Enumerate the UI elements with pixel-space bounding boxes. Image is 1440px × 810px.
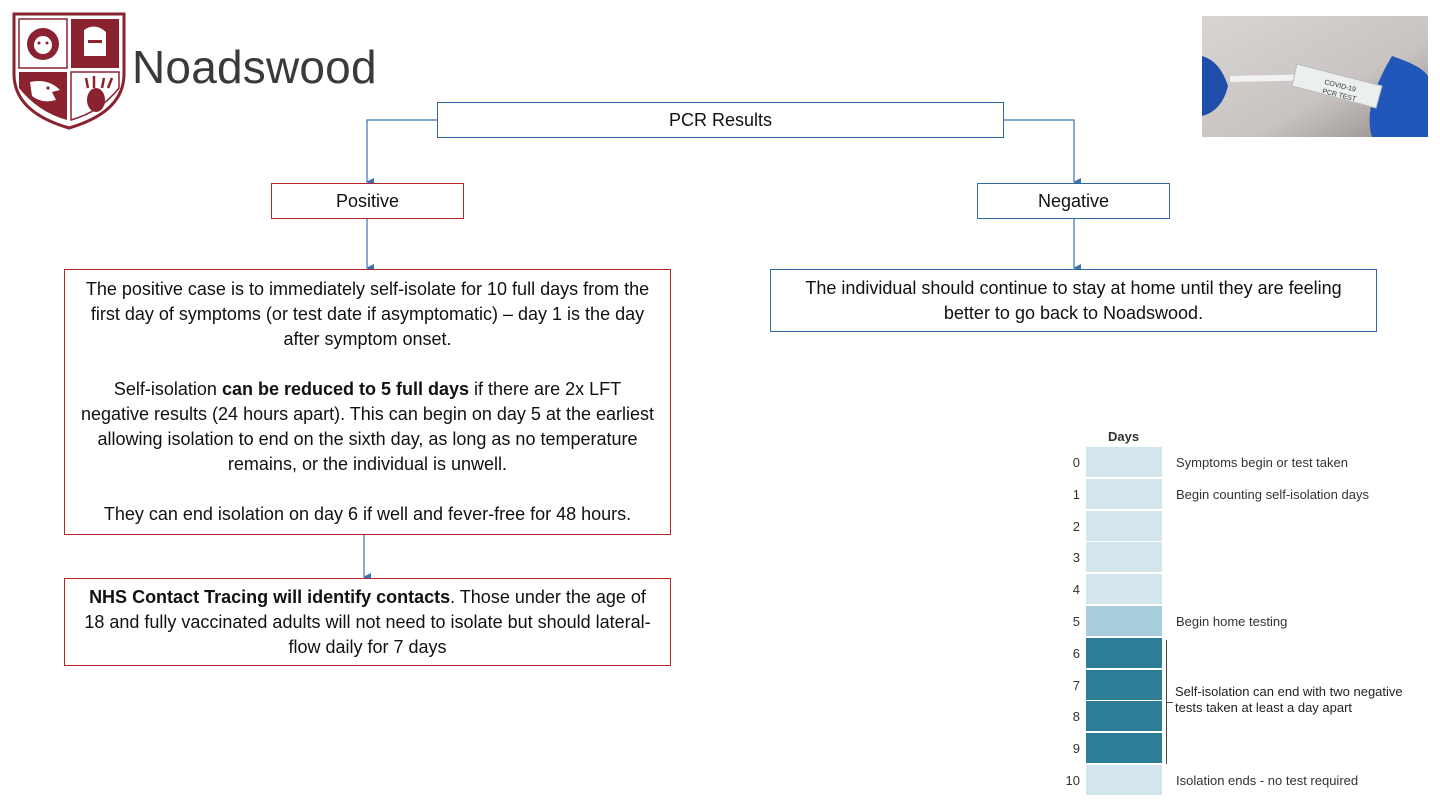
- timeline-row: 4: [1056, 574, 1440, 605]
- negative-guidance-box: The individual should continue to stay a…: [770, 269, 1377, 332]
- timeline-day-cell: [1086, 701, 1162, 732]
- timeline-day-number: 7: [1072, 677, 1080, 693]
- timeline-day-label: Isolation ends - no test required: [1176, 773, 1359, 788]
- pcr-results-box: PCR Results: [437, 102, 1004, 138]
- timeline-day-number: 10: [1065, 773, 1080, 788]
- timeline-day-cell: [1086, 510, 1162, 541]
- pcr-test-photo: COVID-19 PCR TEST: [1202, 16, 1428, 137]
- timeline-day-cell: [1086, 478, 1162, 509]
- timeline-header: Days: [1108, 429, 1140, 444]
- positive-guidance-box: The positive case is to immediately self…: [64, 269, 671, 535]
- end-isolation-paragraph: They can end isolation on day 6 if well …: [103, 504, 632, 524]
- timeline-day-number: 4: [1072, 582, 1080, 598]
- timeline-day-label: Symptoms begin or test taken: [1176, 455, 1348, 470]
- timeline-day-cell: [1086, 637, 1162, 668]
- connector-root-positive: [366, 119, 437, 186]
- timeline-row: 8: [1056, 701, 1440, 732]
- timeline-day-number: 8: [1072, 709, 1080, 725]
- timeline-day-cell: [1086, 669, 1162, 700]
- timeline-day-number: 2: [1072, 518, 1080, 534]
- positive-label: Positive: [335, 190, 400, 211]
- negative-box: Negative: [977, 183, 1170, 219]
- contact-tracing-box: NHS Contact Tracing will identify contac…: [64, 578, 671, 666]
- timeline-day-number: 1: [1072, 486, 1080, 502]
- negative-label: Negative: [1037, 190, 1110, 211]
- timeline-bracket-tick: [1166, 702, 1173, 703]
- school-name: Noadswood: [132, 41, 377, 93]
- connector-root-negative: [1004, 119, 1081, 186]
- timeline-day-cell: [1086, 606, 1162, 636]
- timeline-day-label: Begin counting self-isolation days: [1176, 486, 1369, 502]
- timeline-row: 7: [1056, 669, 1440, 701]
- timeline-day-label: Begin home testing: [1176, 614, 1288, 629]
- isolation-paragraph: The positive case is to immediately self…: [85, 279, 650, 349]
- timeline-row: 1 Begin counting self-isolation days: [1056, 478, 1440, 510]
- contact-tracing-emphasis: NHS Contact Tracing will identify contac…: [89, 586, 451, 607]
- timeline-row: 0 Symptoms begin or test taken: [1056, 447, 1440, 478]
- school-crest-logo: [12, 12, 126, 130]
- timeline-day-number: 6: [1072, 645, 1080, 661]
- timeline-day-number: 0: [1072, 455, 1080, 470]
- positive-box: Positive: [271, 183, 464, 219]
- timeline-row: 2: [1056, 510, 1440, 542]
- timeline-row: 9: [1056, 733, 1440, 764]
- timeline-day-number: 3: [1072, 550, 1080, 566]
- contact-tracing-text: NHS Contact Tracing will identify contac…: [84, 586, 651, 657]
- timeline-day-cell: [1086, 447, 1162, 477]
- timeline-day-number: 9: [1072, 741, 1080, 757]
- timeline-row: 3: [1056, 542, 1440, 573]
- reduced-isolation-paragraph: Self-isolation can be reduced to 5 full …: [80, 379, 654, 474]
- timeline-day-cell: [1086, 574, 1162, 605]
- pcr-results-label: PCR Results: [668, 109, 773, 130]
- timeline-bracket-label: Self-isolation can end with two negative…: [1175, 684, 1403, 715]
- timeline-day-cell: [1086, 542, 1162, 573]
- timeline-row: 6: [1056, 637, 1440, 669]
- timeline-row: 5 Begin home testing: [1056, 606, 1440, 637]
- reduced-isolation-emphasis: can be reduced to 5 full days: [221, 379, 470, 399]
- timeline-day-cell: [1086, 733, 1162, 764]
- negative-guidance-text: The individual should continue to stay a…: [805, 277, 1342, 323]
- timeline-row: 10 Isolation ends - no test required: [1056, 765, 1440, 796]
- timeline-day-cell: [1086, 765, 1162, 795]
- timeline-day-number: 5: [1072, 614, 1080, 629]
